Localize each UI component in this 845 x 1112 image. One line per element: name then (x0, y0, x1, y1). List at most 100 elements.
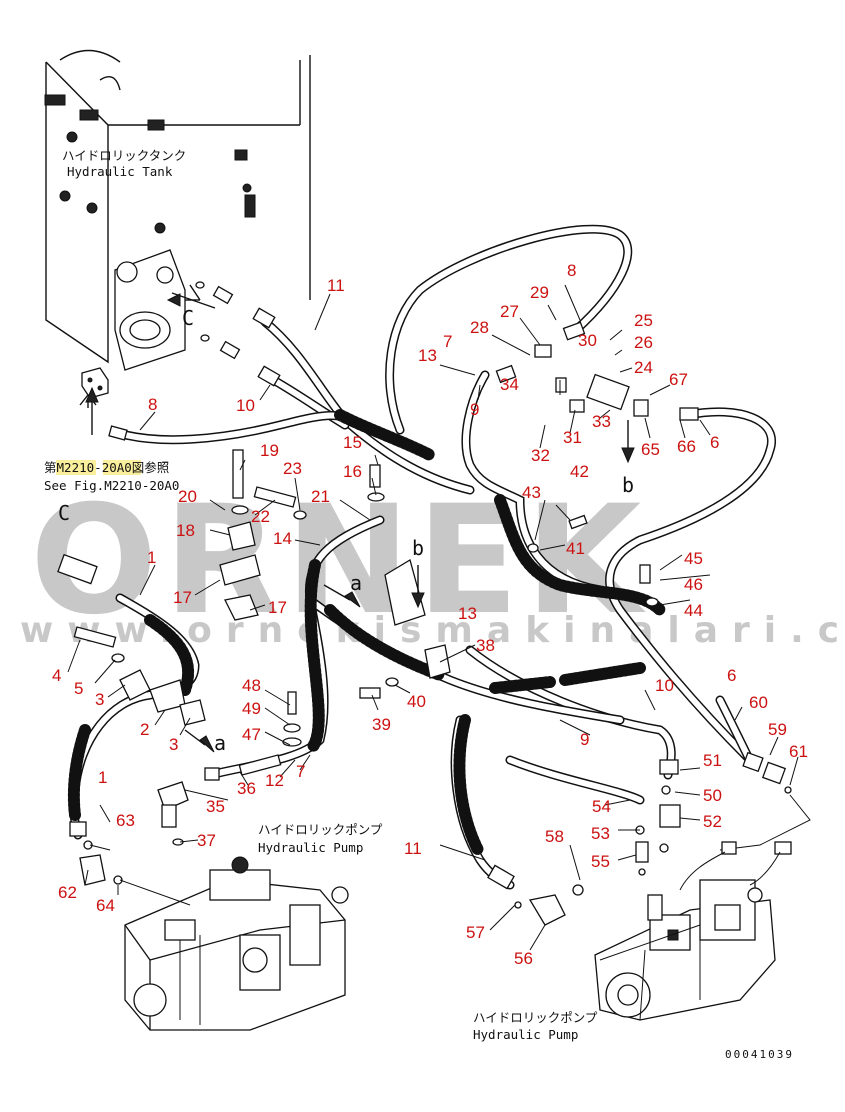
callout-7-mid: 7 (296, 762, 305, 781)
callout-62: 62 (58, 883, 77, 902)
callout-36: 36 (237, 779, 256, 798)
callout-38: 38 (476, 636, 495, 655)
callout-23: 23 (283, 459, 302, 478)
callout-42: 42 (570, 462, 589, 481)
callout-45: 45 (684, 549, 703, 568)
callout-6-right: 6 (727, 666, 736, 685)
callout-33: 33 (592, 412, 611, 431)
callout-48: 48 (242, 676, 261, 695)
callout-12: 12 (265, 771, 284, 790)
callout-66: 66 (677, 437, 696, 456)
callout-1-top: 1 (147, 548, 156, 567)
markers: C C b b a a (58, 306, 634, 755)
callout-28: 28 (470, 318, 489, 337)
callout-47: 47 (242, 725, 261, 744)
callout-54: 54 (592, 797, 611, 816)
hydraulic-tank: ハイドロリックタンク Hydraulic Tank (44, 49, 311, 364)
callout-43: 43 (522, 483, 541, 502)
marker-b-mid: b (412, 536, 424, 560)
callout-46: 46 (684, 575, 703, 594)
ref-jp-dash: - (94, 460, 102, 475)
tank-caption-jp: ハイドロリックタンク (62, 148, 186, 163)
callout-58: 58 (545, 827, 564, 846)
callout-13-mid: 13 (458, 604, 477, 623)
callout-27: 27 (500, 302, 519, 321)
highlight-b (103, 460, 141, 475)
document-number: 00041039 (725, 1048, 794, 1061)
marker-c-left: C (58, 501, 70, 525)
callout-31: 31 (563, 428, 582, 447)
ref-jp-suffix: 図参照 (132, 460, 170, 475)
callout-6-top: 6 (710, 433, 719, 452)
callout-34: 34 (500, 375, 519, 394)
callout-21: 21 (311, 487, 330, 506)
callout-4: 4 (52, 666, 61, 685)
callout-3-left: 3 (95, 690, 104, 709)
callout-8-top: 8 (567, 261, 576, 280)
hydraulic-pump-right: ハイドロリックポンプ Hydraulic Pump (473, 851, 781, 1042)
ref-jp-code-a: M2210 (57, 460, 95, 475)
callout-51: 51 (703, 751, 722, 770)
marker-a-mid: a (350, 571, 362, 595)
tank-flange (114, 249, 216, 371)
callout-24: 24 (634, 358, 653, 377)
callout-64: 64 (96, 896, 115, 915)
callout-40: 40 (407, 692, 426, 711)
callout-32: 32 (531, 446, 550, 465)
callout-65: 65 (641, 440, 660, 459)
callout-63: 63 (116, 811, 135, 830)
callout-39: 39 (372, 715, 391, 734)
callout-15: 15 (343, 433, 362, 452)
callout-60: 60 (749, 693, 768, 712)
callout-30: 30 (578, 331, 597, 350)
pump-right-caption-en: Hydraulic Pump (473, 1027, 578, 1042)
pump-left-caption-en: Hydraulic Pump (258, 840, 363, 855)
hydraulic-pump-left: ハイドロリックポンプ Hydraulic Pump (119, 822, 383, 1031)
callout-61: 61 (789, 742, 808, 761)
callout-5: 5 (74, 679, 83, 698)
callout-56: 56 (514, 949, 533, 968)
callout-59: 59 (768, 720, 787, 739)
callout-53: 53 (591, 824, 610, 843)
callout-19: 19 (260, 441, 279, 460)
callout-9-right: 9 (580, 730, 589, 749)
callout-55: 55 (591, 852, 610, 871)
callout-67: 67 (669, 370, 688, 389)
callout-52: 52 (703, 812, 722, 831)
spiral-guards (67, 409, 666, 856)
fittings (57, 281, 811, 926)
callout-50: 50 (703, 786, 722, 805)
highlight-a (56, 460, 96, 475)
callout-9-top: 9 (470, 400, 479, 419)
pump-right-caption-jp: ハイドロリックポンプ (473, 1010, 598, 1025)
pump-left-caption-jp: ハイドロリックポンプ (258, 822, 383, 837)
callout-44: 44 (684, 601, 703, 620)
ref-jp-code-b: 20A0 (102, 460, 132, 475)
callout-2: 2 (140, 720, 149, 739)
ref-jp-prefix: 第 (44, 460, 57, 475)
callout-14: 14 (273, 529, 292, 548)
callout-3-right: 3 (169, 735, 178, 754)
callout-16: 16 (343, 462, 362, 481)
marker-c-top: C (182, 306, 194, 330)
direction-arrows (85, 293, 635, 753)
tank-caption-en: Hydraulic Tank (67, 164, 173, 179)
callout-57: 57 (466, 923, 485, 942)
callout-22: 22 (251, 507, 270, 526)
callout-18: 18 (176, 521, 195, 540)
marker-b-right: b (622, 473, 634, 497)
callout-49: 49 (242, 699, 261, 718)
callout-25: 25 (634, 311, 653, 330)
marker-a-left: a (214, 731, 226, 755)
callout-20: 20 (178, 487, 197, 506)
callout-35: 35 (206, 797, 225, 816)
callout-10-top: 10 (236, 396, 255, 415)
callout-26: 26 (634, 333, 653, 352)
callout-13-top: 13 (418, 346, 437, 365)
reference-fitting (79, 367, 109, 408)
callout-11-bottom: 11 (404, 839, 422, 858)
callout-17-right: 17 (268, 598, 287, 617)
callout-37: 37 (197, 831, 216, 850)
callout-8-left: 8 (148, 395, 157, 414)
